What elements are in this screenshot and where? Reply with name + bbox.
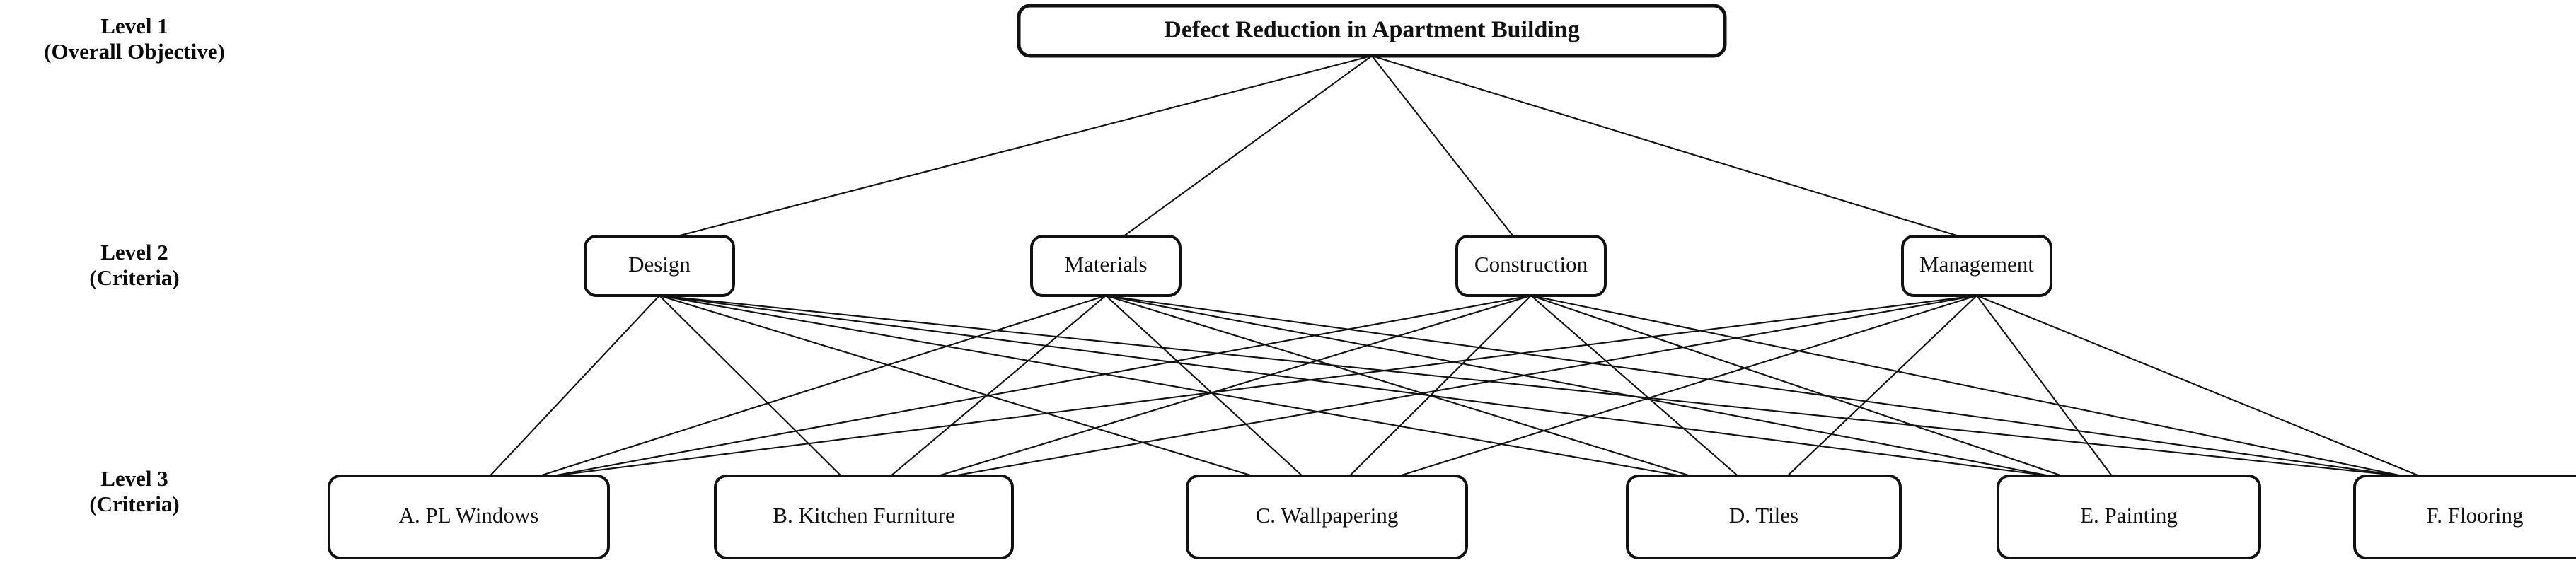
node-label-pl-windows: A. PL Windows (399, 503, 539, 528)
level-label-line1-level-1: Level 1 (100, 13, 168, 38)
edge-management-to-pl-windows (552, 294, 1977, 477)
edge-construction-to-painting (1530, 295, 2063, 477)
node-box-wallpapering[interactable] (1186, 475, 1468, 559)
edge-goal-to-design (676, 54, 1373, 238)
node-label-design: Design (628, 252, 691, 277)
edge-construction-to-pl-windows (552, 294, 1532, 477)
node-painting[interactable]: E. Painting (1997, 475, 2261, 559)
node-box-flooring[interactable] (2353, 475, 2576, 559)
edge-design-to-flooring (659, 294, 2403, 477)
node-box-tiles[interactable] (1626, 475, 1902, 559)
node-design[interactable]: Design (584, 235, 735, 297)
edge-design-to-tiles (659, 294, 1682, 477)
edge-construction-to-kitchen-furniture (937, 294, 1532, 477)
edge-design-to-wallpapering (659, 294, 1253, 477)
node-goal[interactable]: Defect Reduction in Apartment Building (1017, 4, 1727, 58)
edge-construction-to-wallpapering (1348, 295, 1532, 477)
level-label-level-3: Level 3(Criteria) (89, 466, 179, 516)
node-label-management: Management (1919, 252, 2034, 277)
edge-management-to-painting (1976, 295, 2113, 477)
level-label-line2-level-1: (Overall Objective) (44, 39, 225, 64)
edge-materials-to-kitchen-furniture (890, 295, 1107, 477)
edge-construction-to-flooring (1530, 294, 2403, 477)
node-label-construction: Construction (1474, 252, 1588, 277)
edge-goal-to-construction (1371, 55, 1514, 237)
edge-management-to-kitchen-furniture (952, 294, 1977, 477)
node-label-painting: E. Painting (2080, 503, 2178, 528)
edge-materials-to-pl-windows (539, 294, 1107, 477)
edge-management-to-wallpapering (1399, 294, 1977, 477)
node-box-goal[interactable] (1017, 4, 1727, 58)
node-label-wallpapering: C. Wallpapering (1256, 503, 1399, 528)
edge-materials-to-flooring (1105, 294, 2403, 477)
edge-management-to-tiles (1786, 295, 1977, 477)
edge-goal-to-management (1371, 54, 1960, 238)
node-pl-windows[interactable]: A. PL Windows (328, 475, 610, 559)
level-label-level-2: Level 2(Criteria) (89, 240, 179, 290)
edge-materials-to-tiles (1105, 294, 1691, 477)
node-materials[interactable]: Materials (1030, 235, 1182, 297)
node-label-tiles: D. Tiles (1729, 503, 1798, 528)
edge-design-to-kitchen-furniture (659, 295, 842, 477)
level-labels-layer: Level 1(Overall Objective)Level 2(Criter… (44, 13, 225, 516)
node-box-management[interactable] (1901, 235, 2052, 297)
level-label-line1-level-3: Level 3 (100, 466, 168, 491)
level-label-level-1: Level 1(Overall Objective) (44, 13, 225, 64)
node-label-kitchen-furniture: B. Kitchen Furniture (773, 503, 954, 528)
node-box-materials[interactable] (1030, 235, 1182, 297)
edge-design-to-pl-windows (489, 295, 660, 477)
level-label-line2-level-3: (Criteria) (89, 491, 179, 516)
node-flooring[interactable]: F. Flooring (2353, 475, 2576, 559)
nodes-layer: Defect Reduction in Apartment BuildingDe… (328, 4, 2576, 559)
node-label-flooring: F. Flooring (2426, 503, 2523, 528)
node-tiles[interactable]: D. Tiles (1626, 475, 1902, 559)
edges-layer (489, 54, 2420, 477)
node-management[interactable]: Management (1901, 235, 2052, 297)
edge-materials-to-painting (1105, 294, 2051, 477)
node-box-painting[interactable] (1997, 475, 2261, 559)
edge-materials-to-wallpapering (1105, 295, 1303, 477)
node-box-construction[interactable] (1455, 235, 1607, 297)
node-box-design[interactable] (584, 235, 735, 297)
node-construction[interactable]: Construction (1455, 235, 1607, 297)
edge-management-to-flooring (1976, 295, 2420, 477)
edge-construction-to-tiles (1530, 295, 1739, 477)
node-wallpapering[interactable]: C. Wallpapering (1186, 475, 1468, 559)
node-box-pl-windows[interactable] (328, 475, 610, 559)
node-box-kitchen-furniture[interactable] (714, 475, 1014, 559)
edge-goal-to-materials (1123, 55, 1373, 237)
level-label-line1-level-2: Level 2 (100, 240, 168, 264)
edge-design-to-painting (659, 294, 2051, 477)
level-label-line2-level-2: (Criteria) (89, 265, 179, 290)
node-label-goal: Defect Reduction in Apartment Building (1164, 16, 1579, 42)
node-label-materials: Materials (1064, 252, 1147, 277)
node-kitchen-furniture[interactable]: B. Kitchen Furniture (714, 475, 1014, 559)
